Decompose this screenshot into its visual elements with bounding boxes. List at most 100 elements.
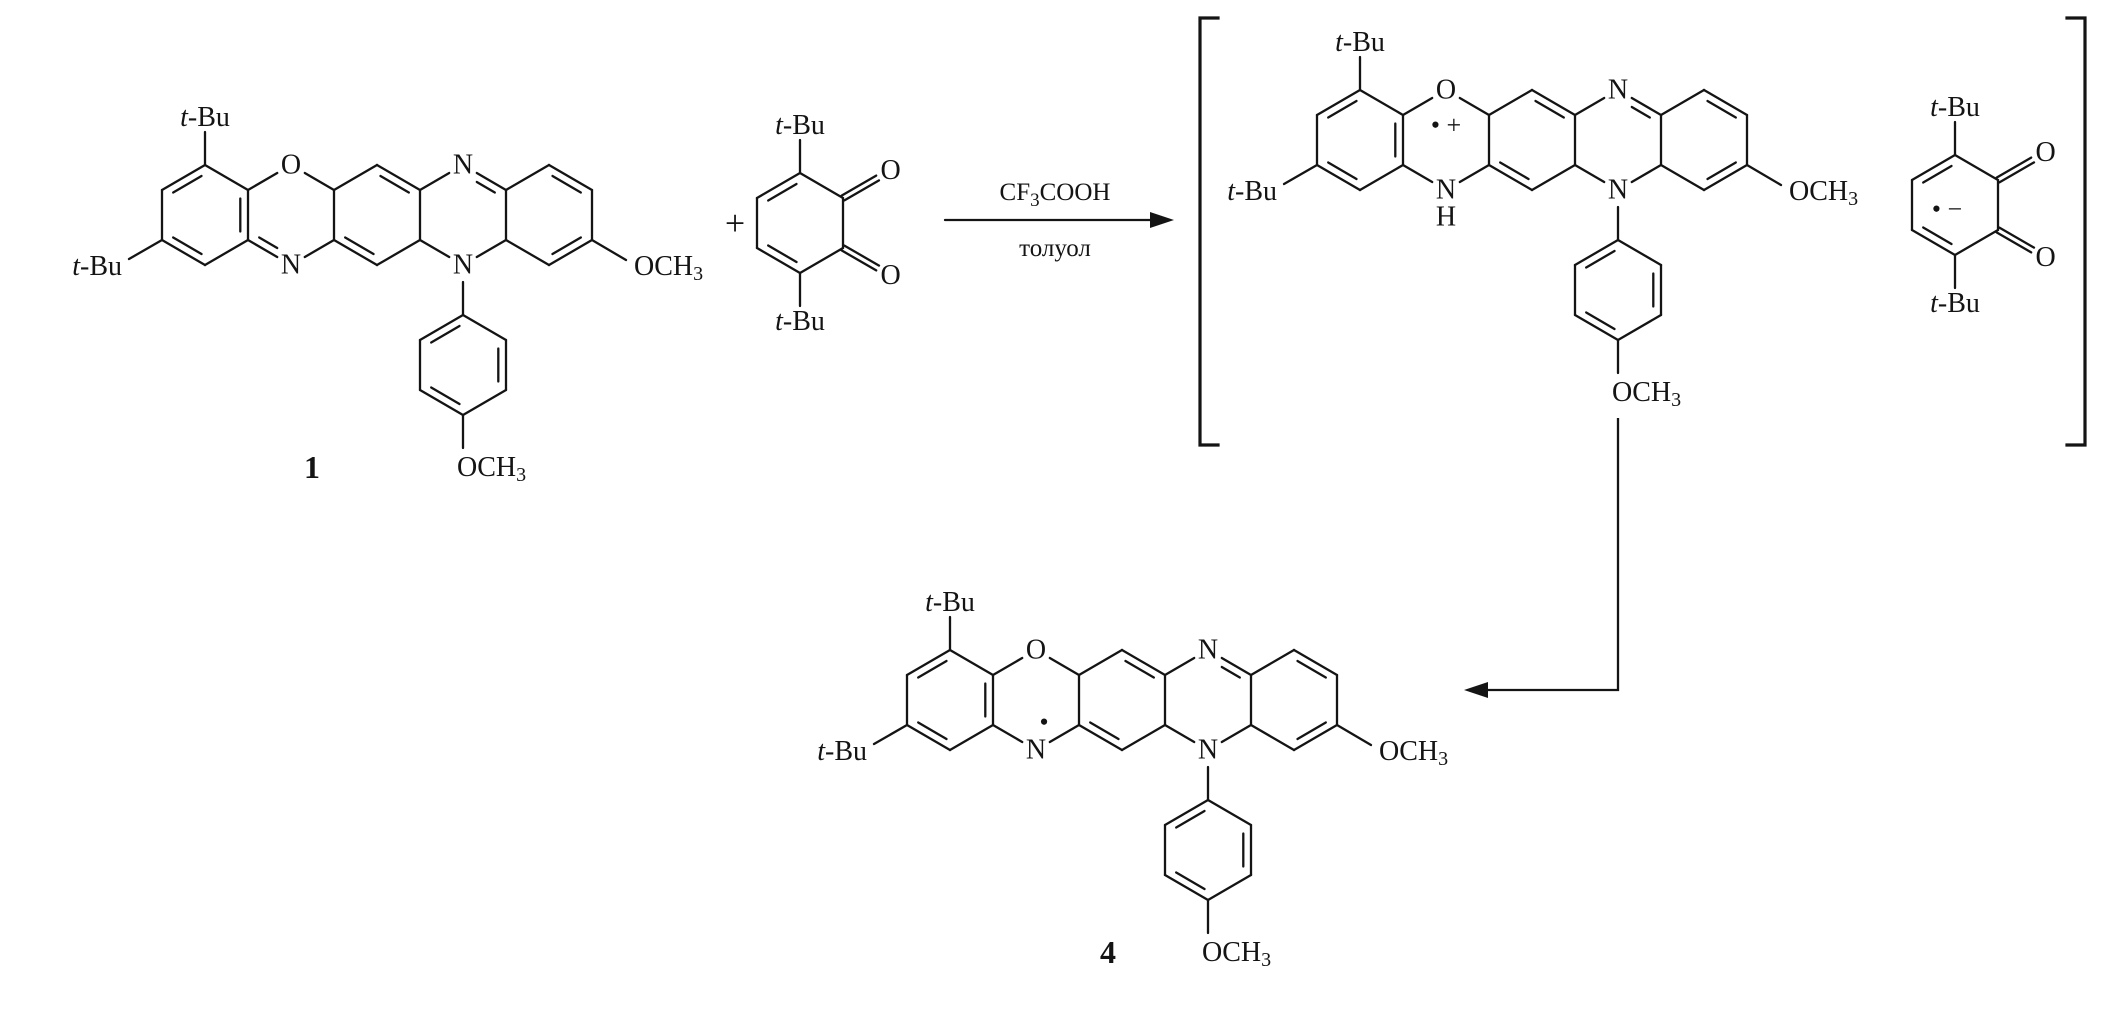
double-bond-tick: [344, 236, 375, 256]
bond-line: [246, 238, 279, 259]
bond-line: [303, 238, 336, 259]
bond-line: [590, 238, 628, 262]
bond-line: [1292, 723, 1339, 752]
double-bond-tick: [1534, 99, 1565, 119]
bond-line: [418, 238, 451, 259]
bond-line: [1120, 648, 1167, 677]
plus-sign-group: +: [725, 203, 745, 243]
carbonyl-bond: [1995, 231, 2033, 254]
ortho-quinone-structure: OOt-But-Bu: [755, 110, 901, 337]
bond-line: [1630, 163, 1663, 184]
bond-line: [127, 238, 164, 261]
radical-anion-symbol: • −: [1932, 195, 1962, 224]
tbu-group-label: t-Bu: [72, 251, 122, 282]
compound-4-label: 4: [1100, 934, 1116, 970]
carbonyl-bond: [843, 179, 881, 202]
nitrogen-atom-label: N: [1608, 175, 1628, 206]
reagent-label: CF3COOH: [1000, 179, 1111, 211]
bond-line: [1401, 163, 1434, 184]
bond-line: [418, 388, 465, 417]
bond-line: [1292, 648, 1339, 677]
tbu-group-label: t-Bu: [1335, 27, 1385, 58]
bond-line: [1745, 163, 1783, 187]
bond-line: [1530, 88, 1577, 117]
methoxy-group-label: OCH3: [457, 452, 526, 487]
bond-line: [991, 723, 1024, 744]
bond-line: [160, 163, 207, 192]
tbu-group-label: t-Bu: [775, 110, 825, 141]
nitrogen-atom-label: N: [453, 150, 473, 181]
bond-line: [1487, 88, 1534, 117]
carbonyl-bond: [1998, 161, 2036, 184]
double-bond-tick: [1296, 721, 1327, 741]
double-bond-tick: [767, 182, 798, 202]
bond-line: [418, 313, 465, 342]
bond-line: [1573, 238, 1620, 267]
bond-line: [504, 163, 551, 192]
double-bond-tick: [430, 324, 461, 344]
nitrogen-atom-label: N: [1198, 635, 1218, 666]
bond-line: [547, 238, 594, 267]
double-bond-tick: [1327, 161, 1358, 181]
nitrogen-atom-label: N: [1026, 735, 1046, 766]
bond-line: [504, 238, 551, 267]
bond-line: [1487, 163, 1534, 192]
double-bond-tick: [258, 236, 279, 250]
double-bond-tick: [1124, 659, 1155, 679]
double-bond-tick: [917, 659, 948, 679]
double-bond-tick: [1175, 809, 1206, 829]
bond-line: [991, 656, 1024, 677]
carbonyl-bond: [1998, 226, 2036, 249]
bond-line: [1315, 88, 1362, 117]
oxygen-atom-label: O: [1436, 75, 1456, 106]
bond-line: [1163, 798, 1210, 827]
oxygen-atom-label: O: [2036, 242, 2056, 273]
elbow-arrow-line: [1482, 418, 1620, 692]
semiquinone-radical-anion: OOt-But-Bu• −: [1910, 92, 2056, 319]
tbu-group-label: t-Bu: [180, 102, 230, 133]
bond-line: [1163, 723, 1196, 744]
oxygen-atom-label: O: [281, 150, 301, 181]
arrowhead: [1464, 682, 1488, 698]
arrowhead: [1150, 212, 1174, 228]
bond-line: [1163, 873, 1210, 902]
plus-sign: +: [725, 203, 745, 243]
tbu-group-label: t-Bu: [925, 587, 975, 618]
tbu-group-label: t-Bu: [1930, 288, 1980, 319]
double-bond-tick: [172, 236, 203, 256]
oxygen-atom-label: O: [1026, 635, 1046, 666]
carbonyl-bond: [1995, 156, 2033, 179]
bond-line: [872, 723, 909, 746]
bond-line: [1249, 648, 1296, 677]
bond-line: [1206, 873, 1253, 902]
double-bond-tick: [1585, 249, 1616, 269]
double-bond-tick: [1922, 164, 1953, 184]
bond-line: [948, 648, 995, 677]
bond-line: [948, 723, 995, 752]
left-bracket: [1198, 16, 1220, 447]
methoxy-group-label: OCH3: [1789, 176, 1858, 211]
nitrogen-atom-label: N: [453, 250, 473, 281]
double-bond-tick: [1175, 871, 1206, 891]
double-bond-tick: [1706, 99, 1737, 119]
methoxy-group-label: OCH3: [1379, 736, 1448, 771]
bond-line: [246, 171, 279, 192]
bond-line: [798, 246, 845, 275]
tbu-group-label: t-Bu: [1930, 92, 1980, 123]
compound-1-label: 1: [304, 449, 320, 485]
tbu-group-label: t-Bu: [775, 306, 825, 337]
double-bond-tick: [1089, 721, 1120, 741]
bond-line: [332, 238, 379, 267]
bond-line: [1910, 153, 1957, 182]
nh-hydrogen-label: H: [1436, 202, 1456, 233]
bond-line: [332, 163, 379, 192]
nitrogen-atom-label: N: [1608, 75, 1628, 106]
bond-line: [1702, 163, 1749, 192]
bond-line: [1910, 228, 1957, 257]
bond-line: [1163, 656, 1196, 677]
